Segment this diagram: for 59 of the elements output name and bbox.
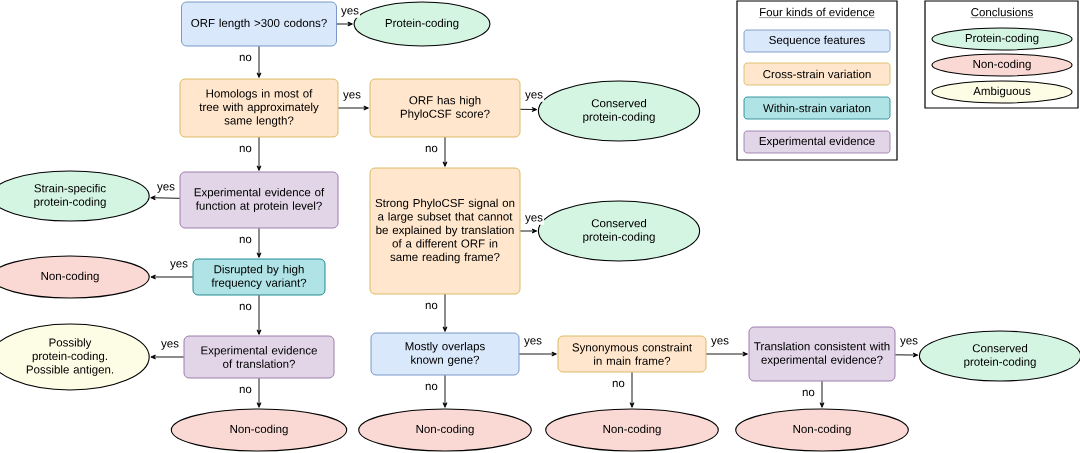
legend-item: Sequence features <box>743 29 891 53</box>
arrow <box>519 351 557 357</box>
legend-heading: Four kinds of evidence <box>758 7 876 18</box>
edge-label: yes <box>340 7 360 18</box>
arrow <box>256 228 262 258</box>
arrow <box>256 137 262 171</box>
legend-heading: Conclusions <box>970 7 1034 18</box>
edge-label: no <box>611 379 626 389</box>
legend-item: Protein-coding <box>931 27 1073 51</box>
decision-box: Mostly overlaps known gene? <box>370 332 520 376</box>
edge-label: yes <box>342 91 362 102</box>
edge-label: yes <box>156 183 176 194</box>
decision-box: Translation consistent with experimental evidence? <box>748 326 896 382</box>
decision-box: Homologs in most of tree with approximately same length? <box>179 78 339 138</box>
arrow <box>442 137 448 167</box>
decision-box: Disrupted by high frequency variant? <box>192 258 326 296</box>
decision-box: Strong PhyloCSF signal on a large subset that cannot be explained by translation of a different ORF in same reading frame? <box>369 167 521 295</box>
arrow <box>256 378 262 408</box>
decision-box: Experimental evidence of function at protein level? <box>179 171 339 229</box>
arrow <box>819 381 825 408</box>
edge-label: no <box>424 144 439 154</box>
arrow <box>150 274 193 280</box>
arrow <box>442 294 448 332</box>
decision-box: ORF has high PhyloCSF score? <box>369 78 521 138</box>
arrow <box>629 372 635 408</box>
edge-label: yes <box>523 337 543 348</box>
arrow <box>338 105 369 111</box>
edge-label: no <box>424 382 439 392</box>
edge-label: yes <box>160 340 180 351</box>
edge-label: yes <box>710 337 730 348</box>
edge-label: no <box>238 235 253 245</box>
edge-label: no <box>424 301 439 311</box>
arrow <box>256 295 262 335</box>
legend-item: Ambiguous <box>931 80 1073 104</box>
edge-label: yes <box>524 214 544 225</box>
edge-label: yes <box>899 337 919 348</box>
arrow <box>895 352 919 358</box>
arrow <box>336 21 353 27</box>
edge-label: no <box>238 144 253 154</box>
legend-item: Within-strain variaton <box>743 96 891 120</box>
arrow <box>150 354 184 360</box>
arrow <box>520 107 538 112</box>
arrow <box>706 351 748 357</box>
edge-label: no <box>238 302 253 312</box>
decision-box: ORF length >300 codons? <box>181 1 337 47</box>
edge-label: yes <box>524 91 544 102</box>
edge-label: no <box>238 385 253 395</box>
edge-label: yes <box>169 260 189 271</box>
decision-box: Experimental evidence of translation? <box>183 335 335 379</box>
decision-box: Synonymous constraint in main frame? <box>557 335 707 373</box>
arrow <box>150 195 180 201</box>
arrow <box>442 375 448 408</box>
edge-label: no <box>238 53 253 63</box>
arrow <box>256 46 262 78</box>
legend-item: Non-coding <box>931 53 1073 77</box>
arrow <box>520 228 538 234</box>
legend-item: Experimental evidence <box>743 130 891 154</box>
legend-item: Cross-strain variation <box>743 62 891 86</box>
edge-label: no <box>801 388 816 398</box>
